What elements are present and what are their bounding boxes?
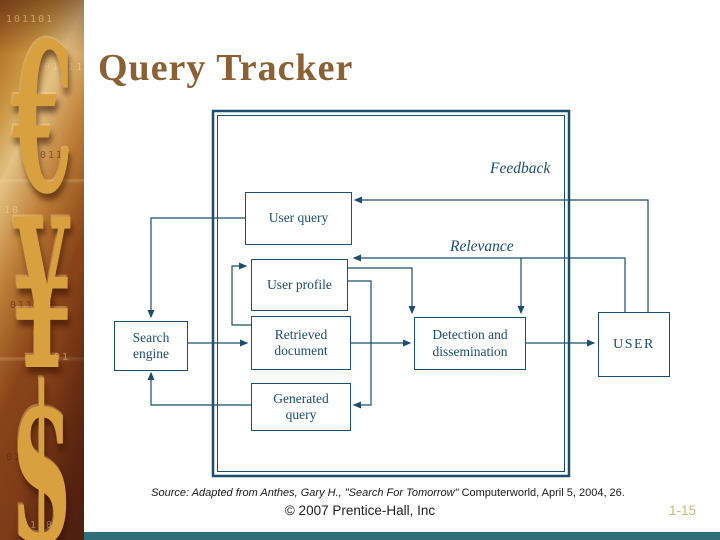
search-engine-label: Search engine <box>132 329 170 361</box>
retrieved-document-label: Retrieved document <box>274 326 328 358</box>
binary-texture: 101101 <box>6 14 55 25</box>
user-box: USER <box>598 312 670 377</box>
retrieved-document-box: Retrieved document <box>251 316 351 370</box>
binary-texture: 101 <box>46 352 71 363</box>
detection-dissemination-label: Detection and dissemination <box>432 327 508 359</box>
bottom-accent-bar <box>84 532 720 540</box>
source-citation-regular: Computerworld, April 5, 2004, 26. <box>458 487 625 499</box>
connector-userquery-to-searchengine <box>147 217 245 319</box>
detection-dissemination-box: Detection and dissemination <box>414 317 526 370</box>
source-citation: Source: Adapted from Anthes, Gary H., "S… <box>56 487 720 499</box>
binary-texture: 110 <box>30 520 55 531</box>
binary-texture: 10 <box>4 205 21 216</box>
binary-texture: 011010 <box>10 300 59 311</box>
user-query-label: User query <box>268 210 329 226</box>
yen-glyph: ¥ <box>11 173 73 417</box>
dollar-glyph: $ <box>9 339 75 540</box>
binary-texture: 01011 <box>44 62 85 73</box>
source-citation-italic: Source: Adapted from Anthes, Gary H., "S… <box>151 487 459 499</box>
generated-query-box: Generated query <box>251 383 351 431</box>
connector-relevance-user-to-userprofile <box>352 254 626 313</box>
connector-userprofile-to-detection <box>346 267 416 315</box>
yen-icon: ¥ <box>0 192 84 398</box>
search-engine-box: Search engine <box>114 321 188 371</box>
euro-icon: € <box>0 16 84 222</box>
page-number: 1-15 <box>668 503 696 518</box>
currency-collage-sidebar: 101101 0110 10 011010 101 0101 110 01011… <box>0 0 84 540</box>
feedback-label: Feedback <box>490 160 551 177</box>
binary-texture: 0101 <box>6 452 39 463</box>
user-query-box: User query <box>245 192 352 245</box>
generated-query-label: Generated query <box>273 390 329 422</box>
user-profile-box: User profile <box>251 259 348 311</box>
connector-generatedquery-to-searchengine <box>147 371 251 406</box>
diagram-frame-inner <box>217 115 565 472</box>
diagram-frame-outer <box>211 109 571 478</box>
binary-texture: 0110 <box>40 150 73 161</box>
user-profile-label: User profile <box>267 276 332 292</box>
user-label: USER <box>613 336 655 352</box>
connector-feedback-user-to-userquery <box>353 196 649 313</box>
copyright-text: © 2007 Prentice-Hall, Inc <box>284 503 436 518</box>
euro-glyph: € <box>11 0 73 241</box>
connector-retrieveddoc-to-userprofile <box>231 262 251 326</box>
slide-title: Query Tracker <box>98 47 354 89</box>
relevance-label: Relevance <box>450 238 514 255</box>
dollar-icon: $ <box>0 358 84 540</box>
